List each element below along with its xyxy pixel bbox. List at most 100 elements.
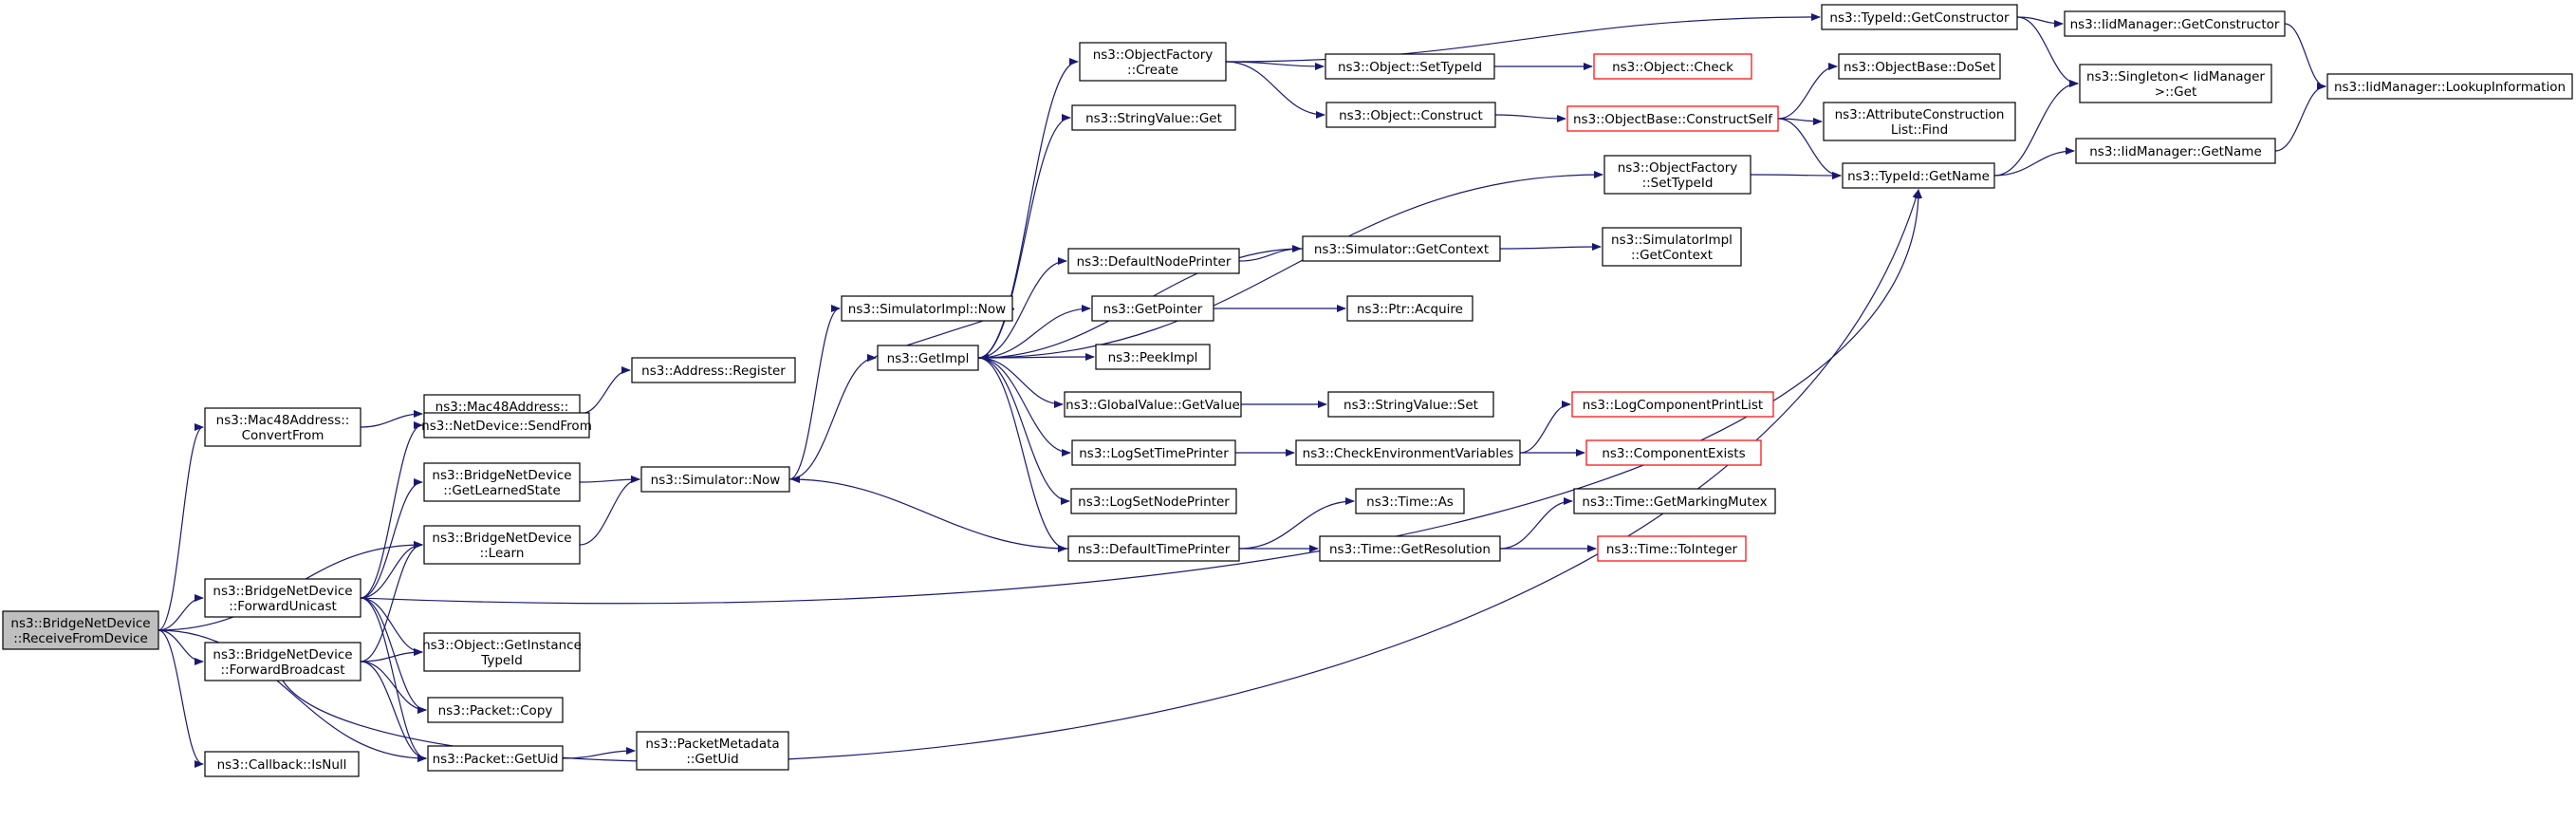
node-objfactory-create[interactable]: ns3::ObjectFactory::Create xyxy=(1079,42,1227,82)
edge-receive-to-fwd_unicast xyxy=(158,594,204,631)
node-obj-check[interactable]: ns3::Object::Check xyxy=(1593,53,1752,80)
node-packet-getuid[interactable]: ns3::Packet::GetUid xyxy=(427,745,564,772)
edge-iidmanager_getconstructor-to-iidmanager_lookup xyxy=(2284,23,2326,90)
node-packet-copy[interactable]: ns3::Packet::Copy xyxy=(427,697,564,723)
node-label: ns3::StringValue::Get xyxy=(1085,111,1222,126)
node-label: ns3::SimulatorImpl xyxy=(1611,233,1733,248)
node-getimpl[interactable]: ns3::GetImpl xyxy=(877,345,979,371)
node-stringvalue-get[interactable]: ns3::StringValue::Get xyxy=(1071,104,1236,131)
node-getpointer[interactable]: ns3::GetPointer xyxy=(1091,295,1214,322)
edge-time_getresolution-to-time_getmarkingmutex xyxy=(1499,497,1573,550)
node-obj-construct[interactable]: ns3::Object::Construct xyxy=(1325,102,1496,128)
node-label: ns3::Object::Construct xyxy=(1339,108,1483,123)
node-box xyxy=(1571,391,1774,418)
node-checkenv[interactable]: ns3::CheckEnvironmentVariables xyxy=(1295,439,1521,466)
node-box xyxy=(1070,488,1237,514)
node-simimpl-getcontext[interactable]: ns3::SimulatorImpl::GetContext xyxy=(1602,227,1742,267)
node-componentexists[interactable]: ns3::ComponentExists xyxy=(1585,439,1762,466)
node-netdev-sendfrom[interactable]: ns3::NetDevice::SendFrom xyxy=(421,412,592,438)
node-box xyxy=(1823,102,2016,141)
node-time-as[interactable]: ns3::Time::As xyxy=(1355,488,1465,514)
node-box xyxy=(427,745,564,772)
edge-sim_now-to-simimpl_now xyxy=(788,305,841,480)
edge-objfactory_create-to-obj_settypeid xyxy=(1225,61,1325,70)
node-logsetnodeprinter[interactable]: ns3::LogSetNodePrinter xyxy=(1070,488,1237,514)
node-label: ns3::NetDevice::SendFrom xyxy=(421,419,592,434)
node-label: ::ReceiveFromDevice xyxy=(13,631,148,646)
node-iidmanager-lookup[interactable]: ns3::IidManager::LookupInformation xyxy=(2326,73,2573,100)
node-label: ns3::ObjectBase::DoSet xyxy=(1844,60,1995,75)
node-label: ns3::BridgeNetDevice xyxy=(10,616,150,631)
node-pktmeta-getuid[interactable]: ns3::PacketMetadata::GetUid xyxy=(636,731,789,771)
node-typeid-getname[interactable]: ns3::TypeId::GetName xyxy=(1842,162,1995,189)
edge-fwd_unicast-to-typeid_getname xyxy=(360,189,1922,605)
edge-getimpl-to-getpointer xyxy=(977,305,1091,359)
node-peekimpl[interactable]: ns3::PeekImpl xyxy=(1095,344,1211,370)
node-box xyxy=(204,578,361,618)
node-label: ns3::SimulatorImpl::Now xyxy=(848,302,1006,317)
node-time-getmarkingmutex[interactable]: ns3::Time::GetMarkingMutex xyxy=(1573,488,1776,514)
node-label: ns3::GetImpl xyxy=(887,351,970,366)
node-label: ns3::Simulator::Now xyxy=(651,473,781,488)
node-sim-getcontext[interactable]: ns3::Simulator::GetContext xyxy=(1302,235,1501,262)
node-label: TypeId xyxy=(480,653,523,668)
edge-checkenv-to-logcomponentprintlist xyxy=(1519,401,1571,454)
node-label: ::Create xyxy=(1127,63,1178,78)
node-box xyxy=(423,525,581,565)
node-label: ns3::BridgeNetDevice xyxy=(213,584,352,599)
edge-mac_convert-to-mac_gettype xyxy=(360,410,423,428)
node-time-tointeger[interactable]: ns3::Time::ToInteger xyxy=(1597,535,1747,562)
node-receive[interactable]: ns3::BridgeNetDevice::ReceiveFromDevice xyxy=(2,610,159,650)
edge-typeid_getname-to-singleton_get xyxy=(1993,80,2079,177)
node-box xyxy=(1064,391,1242,418)
node-objfactory-settypeid[interactable]: ns3::ObjectFactory::SetTypeId xyxy=(1603,155,1751,195)
node-label: ns3::Simulator::GetContext xyxy=(1314,242,1489,257)
node-box xyxy=(1091,295,1214,322)
edge-fwd_broadcast-to-packet_getuid xyxy=(360,661,427,762)
node-box xyxy=(2326,73,2573,100)
node-callback-isnull[interactable]: ns3::Callback::IsNull xyxy=(204,751,360,777)
node-iidmanager-getconstructor[interactable]: ns3::IidManager::GetConstructor xyxy=(2064,10,2286,37)
node-iidmanager-getname[interactable]: ns3::IidManager::GetName xyxy=(2075,138,2276,164)
node-defaulttimeprinter[interactable]: ns3::DefaultTimePrinter xyxy=(1067,535,1240,562)
node-label: ::GetContext xyxy=(1631,248,1713,263)
node-label: ns3::DefaultTimePrinter xyxy=(1078,542,1231,557)
node-label: ns3::Object::Check xyxy=(1612,60,1733,75)
node-box xyxy=(1838,53,2001,80)
node-label: ::Learn xyxy=(480,546,525,561)
node-stringvalue-set[interactable]: ns3::StringValue::Set xyxy=(1327,391,1494,418)
node-objbase-doset[interactable]: ns3::ObjectBase::DoSet xyxy=(1838,53,2001,80)
node-box xyxy=(1325,102,1496,128)
node-fwd-unicast[interactable]: ns3::BridgeNetDevice::ForwardUnicast xyxy=(204,578,361,618)
node-sim-now[interactable]: ns3::Simulator::Now xyxy=(640,466,790,493)
node-objbase-constructself[interactable]: ns3::ObjectBase::ConstructSelf xyxy=(1566,105,1779,132)
node-addr-register[interactable]: ns3::Address::Register xyxy=(631,357,796,383)
node-defaultnodeprinter[interactable]: ns3::DefaultNodePrinter xyxy=(1067,248,1240,274)
node-logsettimeprinter[interactable]: ns3::LogSetTimePrinter xyxy=(1071,439,1236,466)
node-mac-convert[interactable]: ns3::Mac48Address::ConvertFrom xyxy=(204,407,361,447)
edge-defaulttimeprinter-to-time_as xyxy=(1238,497,1355,550)
node-label: ns3::BridgeNetDevice xyxy=(432,468,571,483)
node-learn[interactable]: ns3::BridgeNetDevice::Learn xyxy=(423,525,581,565)
node-box xyxy=(1095,344,1211,370)
edge-packet_getuid-to-pktmeta_getuid xyxy=(562,747,636,759)
node-simimpl-now[interactable]: ns3::SimulatorImpl::Now xyxy=(841,295,1013,322)
node-box xyxy=(204,642,361,681)
node-box xyxy=(1346,295,1473,322)
node-label: ns3::Time::GetMarkingMutex xyxy=(1582,494,1767,510)
node-obj-settypeid[interactable]: ns3::Object::SetTypeId xyxy=(1325,53,1495,80)
node-globalvalue-getvalue[interactable]: ns3::GlobalValue::GetValue xyxy=(1064,391,1242,418)
node-label: >::Get xyxy=(2155,84,2196,100)
node-label: ConvertFrom xyxy=(242,428,324,443)
node-label: ::GetLearnedState xyxy=(443,483,561,498)
node-getlearned[interactable]: ns3::BridgeNetDevice::GetLearnedState xyxy=(423,462,581,502)
edge-fwd_broadcast-to-obj_getinstance xyxy=(360,648,423,662)
node-ptr-acquire[interactable]: ns3::Ptr::Acquire xyxy=(1346,295,1473,322)
node-singleton-get[interactable]: ns3::Singleton< IidManager >::Get xyxy=(2079,64,2272,103)
node-fwd-broadcast[interactable]: ns3::BridgeNetDevice::ForwardBroadcast xyxy=(204,642,361,681)
node-logcomponentprintlist[interactable]: ns3::LogComponentPrintList xyxy=(1571,391,1774,418)
node-typeid-getconstructor[interactable]: ns3::TypeId::GetConstructor xyxy=(1821,4,2018,30)
node-time-getresolution[interactable]: ns3::Time::GetResolution xyxy=(1319,535,1501,562)
